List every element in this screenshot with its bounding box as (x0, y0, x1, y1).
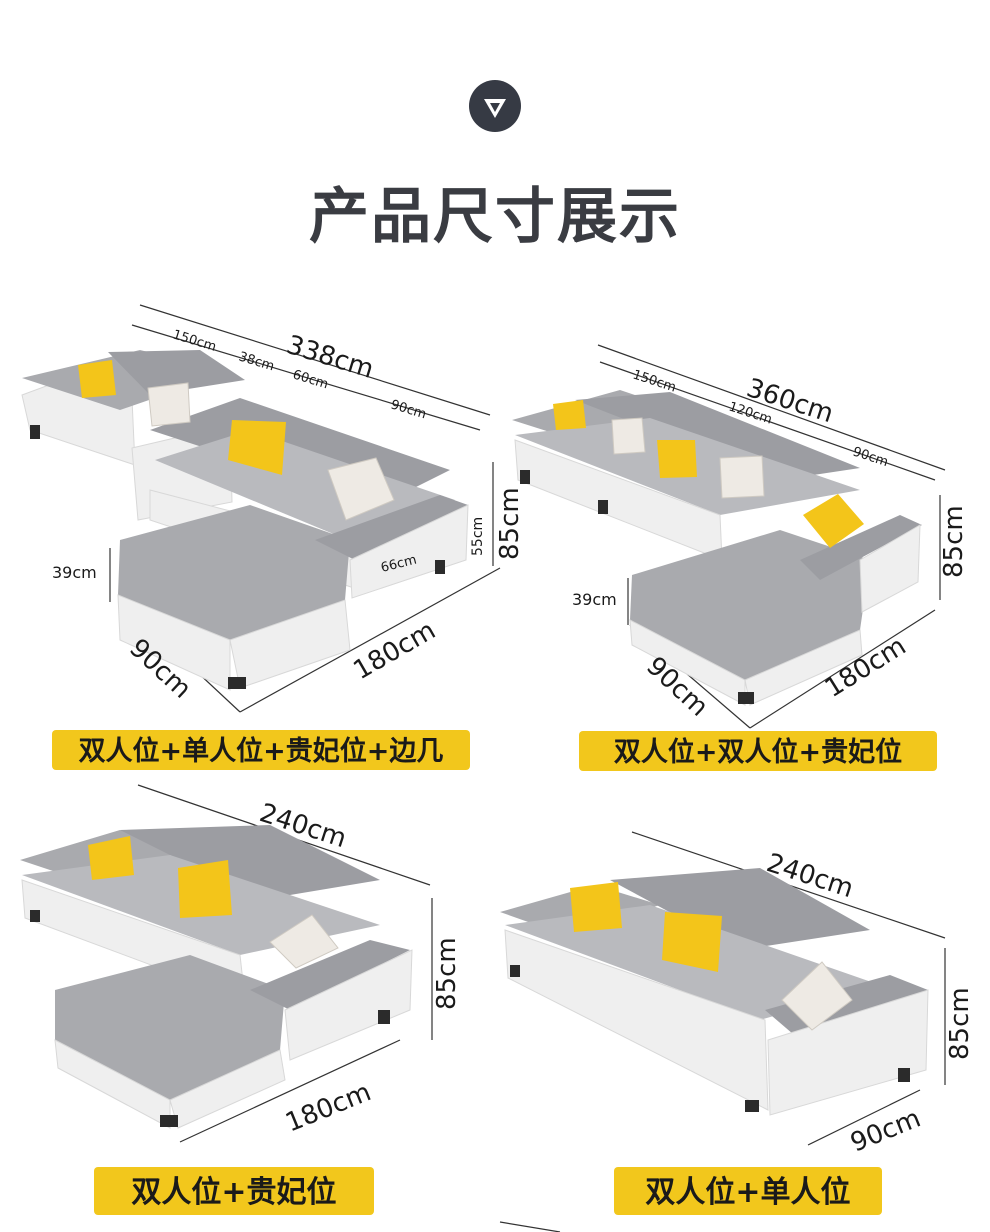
label-bg (579, 731, 937, 771)
sofa-1: 338cm 150cm 38cm 60cm 90cm 39cm 90cm 180… (21, 304, 525, 770)
dim-height: 85cm (939, 505, 969, 578)
sofa-label: 双人位+贵妃位 (131, 1175, 336, 1210)
sofa-4: 240cm 85cm 90cm 双人位+单人位 (500, 831, 975, 1215)
chevron-down-icon (484, 99, 506, 118)
dim-depth: 90cm (846, 1103, 925, 1158)
sofa-label: 双人位+单人位+贵妃位+边几 (79, 735, 444, 767)
dim-height: 85cm (945, 987, 975, 1060)
dim-b: 38cm (237, 349, 276, 374)
page-title: 产品尺寸展示 (309, 182, 681, 252)
sofa-label: 双人位+双人位+贵妃位 (614, 736, 902, 768)
dim-d: 90cm (389, 397, 428, 422)
chevron-badge (469, 80, 521, 132)
dim-height: 85cm (432, 937, 462, 1010)
label-bg (52, 730, 470, 770)
dim-seat: 39cm (52, 563, 97, 582)
dim-height: 85cm (495, 487, 525, 560)
sofa-2: 360cm 150cm 120cm 90cm 39cm 90cm 180cm 8… (512, 344, 969, 771)
label-bg (614, 1167, 882, 1215)
dim-arm: 55cm (470, 517, 486, 556)
dim-seat: 39cm (572, 590, 617, 609)
label-bg (94, 1167, 374, 1215)
sofa-3: 240cm 85cm 180cm 双人位+贵妃位 (20, 784, 462, 1215)
dim-chaise: 180cm (281, 1077, 375, 1138)
sofa-label: 双人位+单人位 (645, 1175, 850, 1210)
